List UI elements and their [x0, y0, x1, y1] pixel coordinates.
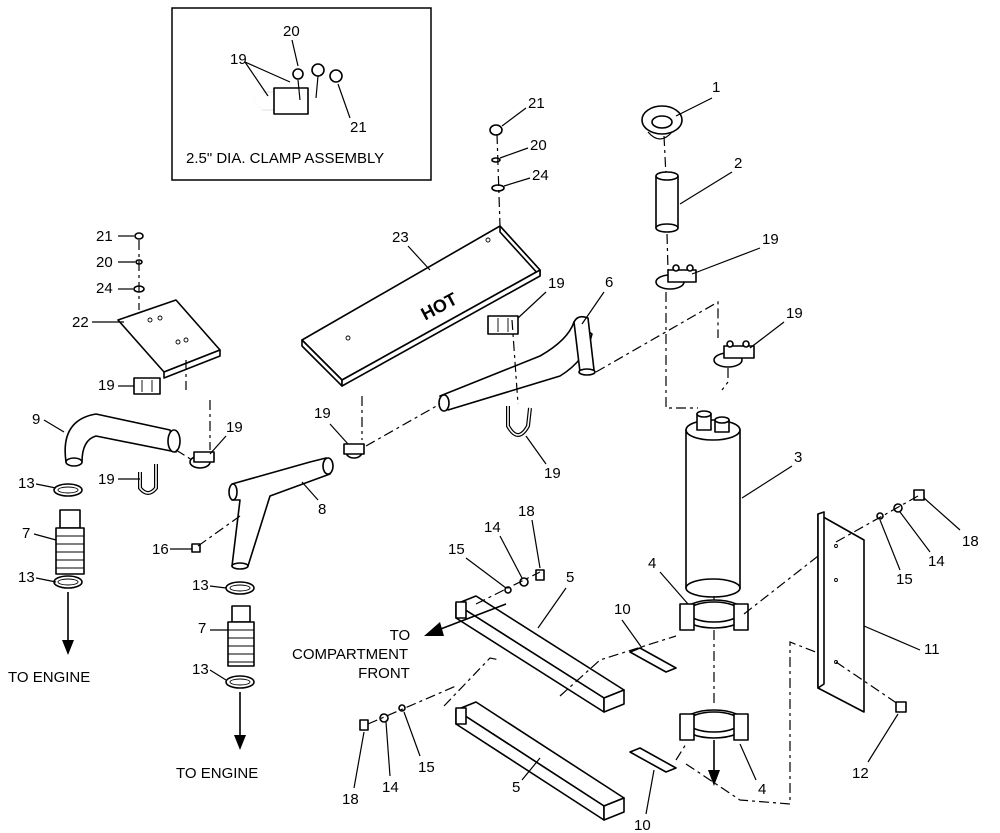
- callout-10-top: 10: [614, 601, 631, 618]
- plug-16: [191, 543, 201, 553]
- callout-21-inset: 21: [350, 119, 367, 136]
- callout-14-top: 14: [484, 519, 501, 536]
- to-compartment-front: TO COMPARTMENT FRONT: [292, 627, 414, 682]
- callout-19-right-mid: 19: [786, 305, 803, 322]
- callout-11: 11: [924, 641, 940, 658]
- callout-19-inset: 19: [230, 51, 247, 68]
- bracket-22: [117, 232, 221, 390]
- callout-19-right-top: 19: [762, 231, 779, 248]
- callout-2: 2: [734, 155, 742, 172]
- to-engine-left: TO ENGINE: [8, 669, 90, 686]
- callout-22: 22: [72, 314, 89, 331]
- muffler-clamp-4-bottom: [679, 709, 749, 786]
- callout-19-left-bottom: 19: [98, 471, 115, 488]
- bolt-12: [835, 661, 907, 713]
- inset-title: 2.5" DIA. CLAMP ASSEMBLY: [186, 150, 384, 167]
- plate-11: [817, 511, 865, 713]
- callout-13-left-bottom: 13: [18, 569, 35, 586]
- strap-10-bottom: [629, 747, 677, 773]
- callout-15-bottom: 15: [418, 759, 435, 776]
- callout-16: 16: [152, 541, 169, 558]
- hardware-top-bracket: [475, 569, 545, 605]
- callout-8: 8: [318, 501, 326, 518]
- heat-shield-23: HOT: [301, 225, 541, 387]
- callout-1: 1: [712, 79, 720, 96]
- callout-9: 9: [32, 411, 40, 428]
- callout-20-inset: 20: [283, 23, 300, 40]
- clamp-19-right-top: [655, 233, 697, 290]
- callout-24-left: 24: [96, 280, 113, 297]
- muffler-3: [685, 410, 741, 598]
- clamp-19-mid-left: [189, 451, 215, 469]
- callout-18-top: 18: [518, 503, 535, 520]
- callout-13-mid-top: 13: [192, 577, 209, 594]
- callout-14-bottom: 14: [382, 779, 399, 796]
- callout-4-bottom: 4: [758, 781, 766, 798]
- shield-hardware: [489, 124, 505, 227]
- clamp-assembly-inset: 20 19 21 2.5" DIA. CLAMP ASSEMBLY: [171, 7, 432, 181]
- middle-bellows-stack: [225, 581, 255, 750]
- callout-10-bottom: 10: [634, 817, 651, 833]
- clamp-19-left-top: [133, 377, 161, 395]
- callout-24-top: 24: [532, 167, 549, 184]
- callout-15-top: 15: [448, 541, 465, 558]
- callout-5-top: 5: [566, 569, 574, 586]
- muffler-clamp-4-top: [679, 599, 749, 631]
- callout-19-left-top: 19: [98, 377, 115, 394]
- tube-2: [655, 171, 679, 233]
- callout-7-left: 7: [22, 525, 30, 542]
- callout-18-bottom: 18: [342, 791, 359, 808]
- callout-19-shield: 19: [548, 275, 565, 292]
- bracket-5-top: [455, 595, 625, 713]
- callout-21-top: 21: [528, 95, 545, 112]
- pipe-9: [64, 413, 181, 467]
- callout-12: 12: [852, 765, 869, 782]
- callout-21-left: 21: [96, 228, 113, 245]
- clamp-19-shield: [487, 315, 519, 335]
- callout-23: 23: [392, 229, 409, 246]
- pipe-8: [228, 457, 334, 570]
- compartment-front-arrow: [424, 603, 507, 636]
- hardware-right: [835, 489, 925, 543]
- callout-5-bottom: 5: [512, 779, 520, 796]
- callout-3: 3: [794, 449, 802, 466]
- callout-19-center-bottom: 19: [544, 465, 561, 482]
- hardware-bottom-bracket: [359, 685, 457, 731]
- u-bolt-19-left: [138, 464, 158, 495]
- callout-13-left-top: 13: [18, 475, 35, 492]
- rain-cap-1: [641, 105, 683, 140]
- callout-19-center: 19: [314, 405, 331, 422]
- clamp-19-center: [343, 443, 365, 459]
- callout-18-right: 18: [962, 533, 979, 550]
- callout-14-right: 14: [928, 553, 945, 570]
- inset-u-bolt: [253, 63, 343, 115]
- callout-13-mid-bottom: 13: [192, 661, 209, 678]
- pipe-6: [438, 315, 596, 412]
- clamp-19-right-mid: [713, 340, 755, 368]
- callout-7-mid: 7: [198, 620, 206, 637]
- u-bolt-19-center: [506, 319, 532, 437]
- strap-10-top: [629, 647, 677, 673]
- callout-4-top: 4: [648, 555, 656, 572]
- callout-19-mid-left: 19: [226, 419, 243, 436]
- bracket-5-bottom: [455, 701, 625, 821]
- callout-20-top: 20: [530, 137, 547, 154]
- to-engine-mid: TO ENGINE: [176, 765, 258, 782]
- left-bellows-stack: [53, 483, 85, 655]
- callout-20-left: 20: [96, 254, 113, 271]
- callout-6: 6: [605, 274, 613, 291]
- callout-15-right: 15: [896, 571, 913, 588]
